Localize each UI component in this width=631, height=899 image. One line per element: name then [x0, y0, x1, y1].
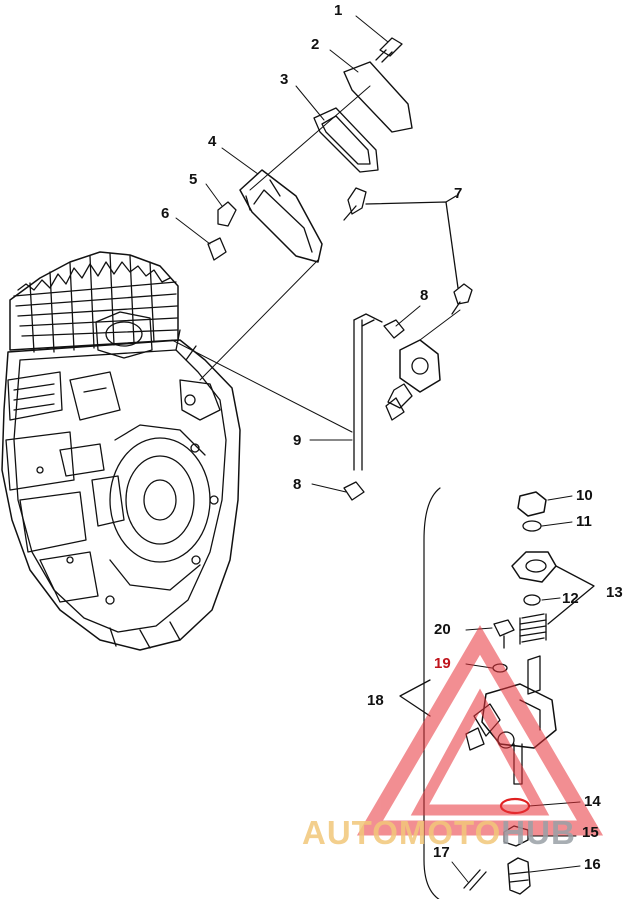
hose-and-fitting-drawing — [171, 85, 461, 501]
callout-8-lower: 8 — [293, 476, 302, 493]
watermark-brand-primary: AUTOMOTO — [302, 814, 502, 851]
callout-12: 12 — [562, 590, 579, 607]
engine-block-drawing — [1, 251, 241, 651]
callout-15: 15 — [582, 824, 599, 841]
callout-4: 4 — [208, 133, 217, 150]
callout-13: 13 — [606, 584, 623, 601]
callout-10: 10 — [576, 487, 593, 504]
watermark-logo — [356, 625, 604, 836]
callout-8-upper: 8 — [420, 287, 429, 304]
callout-9: 9 — [293, 432, 302, 449]
callout-16: 16 — [584, 856, 601, 873]
callout-1: 1 — [334, 2, 343, 19]
callout-18: 18 — [367, 692, 384, 709]
callout-11: 11 — [576, 513, 592, 530]
callout-7: 7 — [454, 185, 463, 202]
callout-2: 2 — [311, 36, 320, 53]
callout-19: 19 — [434, 655, 451, 672]
callout-20: 20 — [434, 621, 451, 638]
callout-3: 3 — [280, 71, 289, 88]
watermark-brand-secondary: HUB — [501, 814, 576, 851]
callout-14: 14 — [584, 793, 601, 810]
callout-17: 17 — [433, 844, 450, 861]
callout-leaders — [175, 15, 577, 837]
watermark-text: AUTOMOTOHUB — [302, 814, 576, 852]
intake-parts-drawing — [207, 37, 473, 315]
callout-6: 6 — [161, 205, 170, 222]
callout-5: 5 — [189, 171, 198, 188]
